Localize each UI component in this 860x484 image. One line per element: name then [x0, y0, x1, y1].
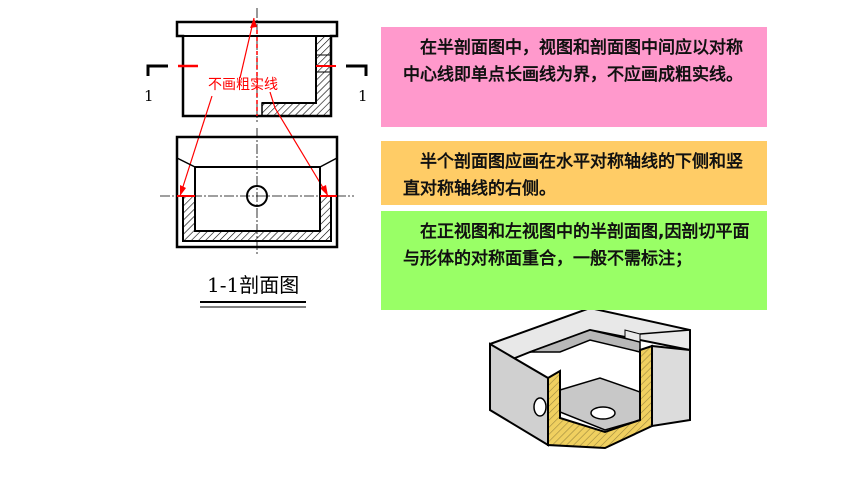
top-view	[160, 128, 354, 256]
annotation-label: 不画粗实线	[208, 77, 278, 93]
section-title-group: 1-1剖面图	[200, 273, 306, 308]
note-half-section-boundary: 在半剖面图中，视图和剖面图中间应以对称中心线即单点长画线为界，不应画成粗实线。	[381, 27, 767, 127]
isometric-cutaway	[489, 306, 691, 450]
front-view	[175, 8, 339, 122]
note-no-annotation-needed: 在正视图和左视图中的半剖面图,因剖切平面与形体的对称面重合，一般不需标注；	[381, 211, 767, 310]
section-markers: 1 1	[144, 64, 368, 105]
section-marker-left: 1	[144, 87, 154, 105]
note-half-section-position: 半个剖面图应画在水平对称轴线的下侧和竖直对称轴线的右侧。	[381, 141, 767, 205]
section-marker-right: 1	[358, 87, 368, 105]
section-title: 1-1剖面图	[207, 273, 299, 297]
